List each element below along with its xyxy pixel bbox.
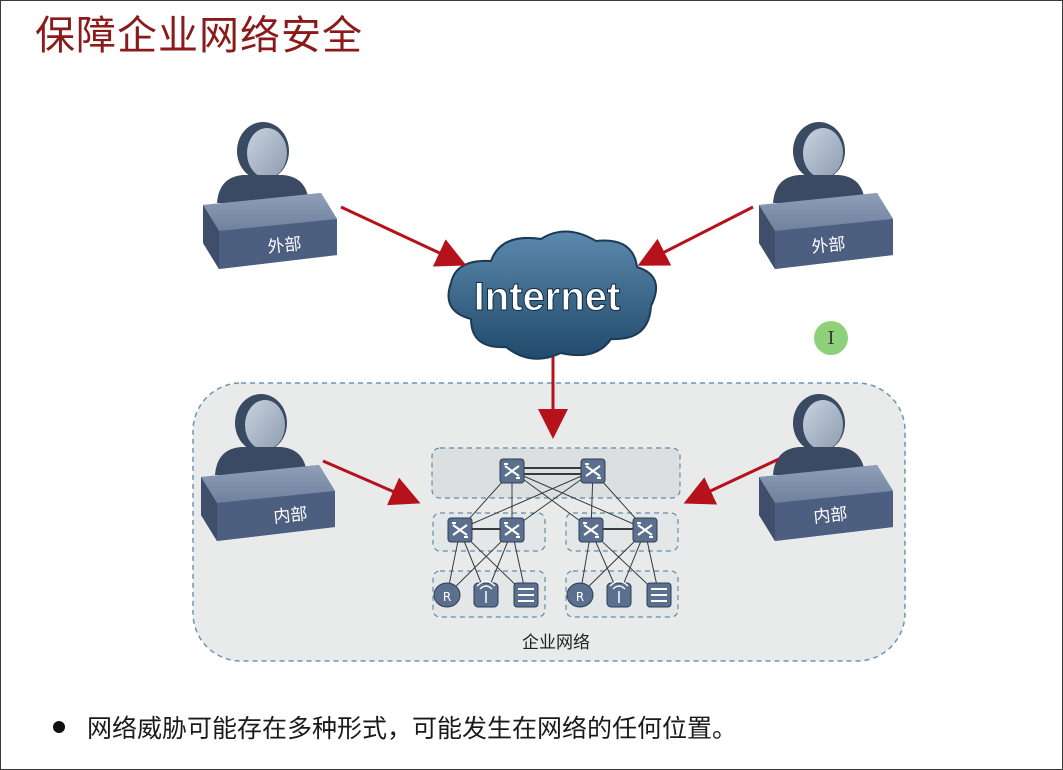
distribution-switch-icon [632,517,658,543]
internal-user-bottom-left: 内部 [201,394,335,541]
threat-arrows [322,205,780,506]
svg-text:R: R [443,590,451,604]
bullet-text: 网络威胁可能存在多种形式，可能发生在网络的任何位置。 [87,714,738,743]
wireless-ap-icon [473,580,499,608]
page-title: 保障企业网络安全 [35,13,363,59]
router-icon: R [566,582,594,608]
internet-cloud: Internet [447,230,658,360]
user-label: 内部 [813,504,849,527]
enterprise-network-region [192,382,906,662]
internet-label: Internet [474,275,621,319]
user-label: 内部 [273,504,309,527]
bullet-point: 网络威胁可能存在多种形式，可能发生在网络的任何位置。 [53,709,737,745]
external-user-top-right: 外部 [759,122,893,269]
distribution-switch-icon [578,517,604,543]
arrow-external-right [637,205,754,266]
svg-text:R: R [576,590,584,604]
router-icon: R [433,582,461,608]
text-cursor-icon: I [827,327,835,349]
bullet-icon [53,721,65,733]
arrow-external-left [340,205,467,267]
external-user-top-left: 外部 [203,122,337,269]
user-label: 外部 [811,234,847,257]
cursor-indicator: I [814,321,848,355]
distribution-switch-icon [499,517,525,543]
arrow-internal-right [683,457,780,505]
firewall-icon [646,582,672,608]
arrow-internal-left [322,459,421,506]
firewall-icon [513,582,539,608]
core-switch-right-icon [580,458,606,484]
internal-user-bottom-right: 内部 [759,394,893,541]
distribution-switch-icon [447,517,473,543]
user-label: 外部 [267,234,303,257]
enterprise-network-label: 企业网络 [522,633,590,653]
core-switch-left-icon [499,458,525,484]
wireless-ap-icon [606,580,632,608]
